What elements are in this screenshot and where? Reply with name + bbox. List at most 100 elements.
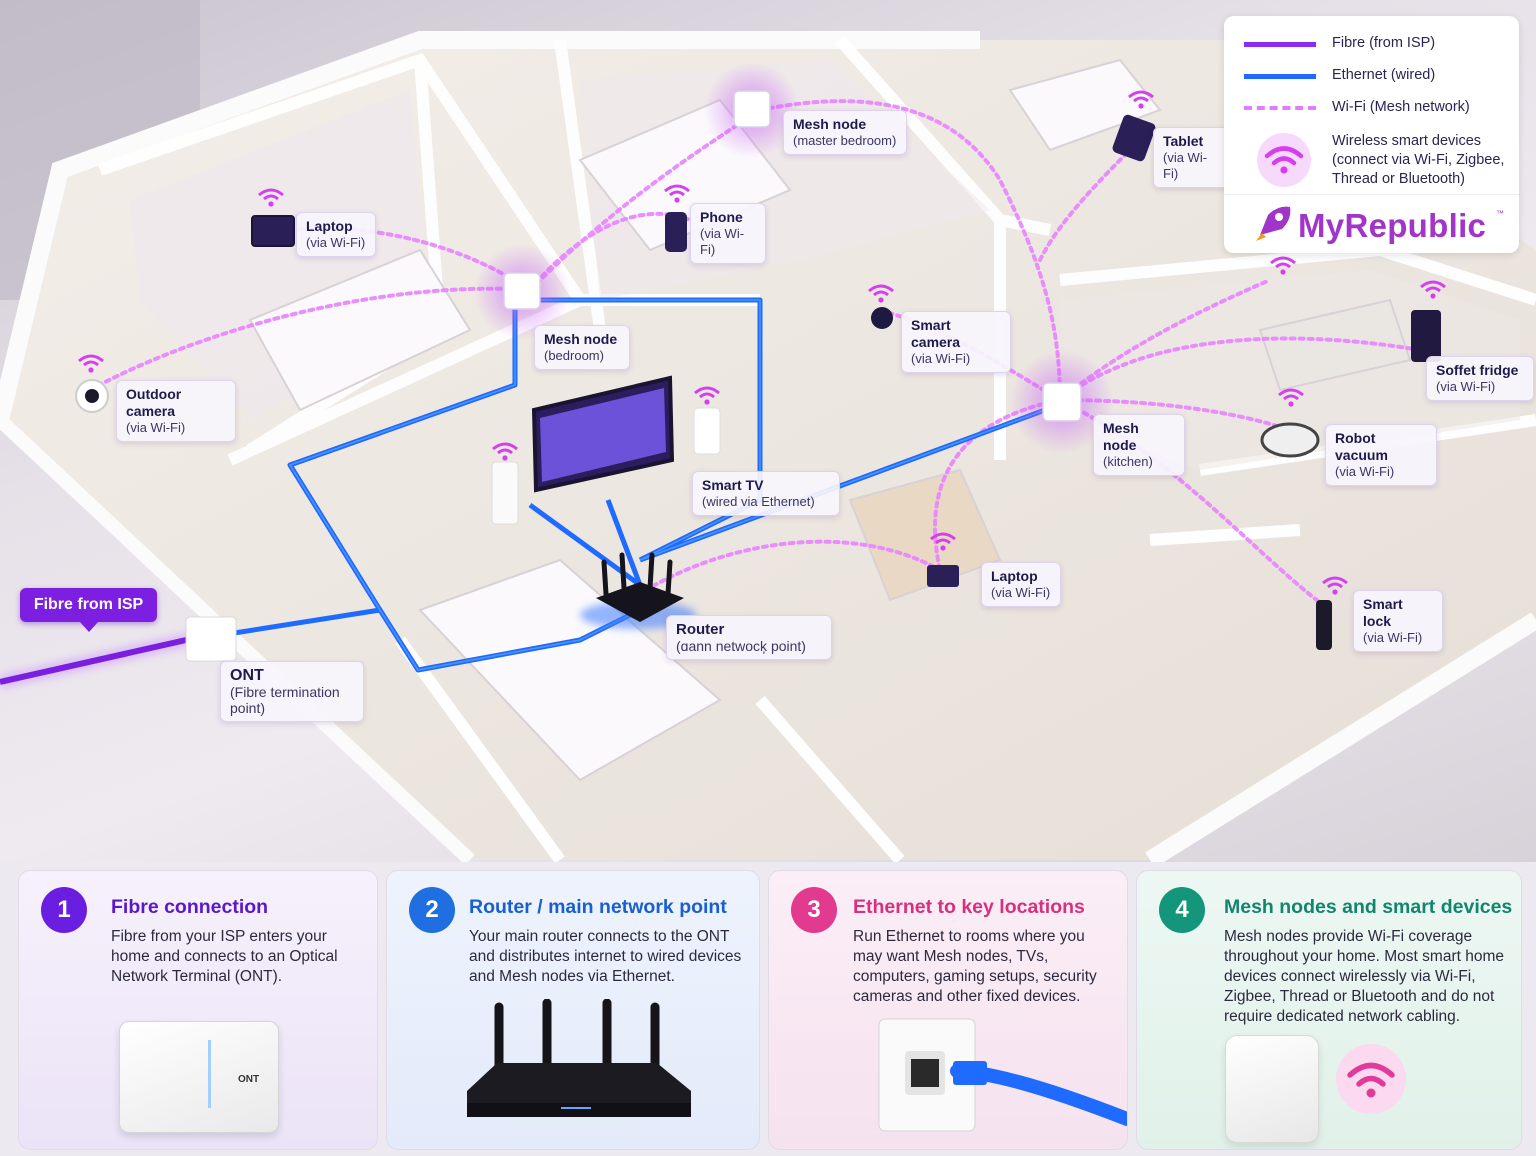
label-sub: (kitchen)	[1103, 454, 1153, 469]
step-body: Mesh nodes provide Wi-Fi coverage throug…	[1224, 928, 1504, 1025]
steps-panel: 1 Fibre connection Fibre from your ISP e…	[0, 862, 1536, 1156]
label-sub: (bedroom)	[544, 348, 604, 363]
fibre-from-isp-badge: Fibre from ISP	[20, 588, 157, 632]
label-title: Smart lock	[1363, 596, 1403, 629]
wifi-icon	[1128, 90, 1154, 109]
mesh-node-bedroom	[503, 272, 541, 310]
label-router: Router (ɑann netwocķ point)	[666, 615, 832, 660]
legend-label: Wi-Fi (Mesh network)	[1332, 99, 1470, 115]
step-title: Mesh nodes and smart devices	[1224, 896, 1513, 918]
label-sub: (via Wi-Fi)	[991, 585, 1051, 600]
legend-label: Ethernet (wired)	[1332, 67, 1436, 83]
label-title: Tablet	[1163, 133, 1204, 149]
status-light	[208, 1040, 211, 1108]
label-title: Laptop	[991, 568, 1038, 584]
wifi-icon	[1270, 256, 1296, 275]
step-number: 1	[41, 887, 87, 933]
router-illustration	[467, 999, 691, 1117]
ont-device	[185, 616, 237, 662]
brand-name: MyRepublic	[1298, 207, 1487, 244]
label-title: Mesh node	[793, 116, 867, 132]
wifi-icon	[1322, 576, 1348, 595]
label-sub: (via Wi-Fi)	[1363, 630, 1423, 645]
label-mesh-bedroom: Mesh node (bedroom)	[534, 325, 630, 370]
label-title: Outdoor camera	[126, 386, 182, 419]
label-sub: (master bedroom)	[793, 133, 897, 148]
label-smart-camera: Smart camera (via Wi-Fi)	[901, 311, 1011, 373]
label-sub: (via Wi-Fi)	[1335, 464, 1395, 479]
legend: Fibre (from ISP) Ethernet (wired) Wi-Fi …	[1224, 16, 1519, 253]
ethernet-port-illustration	[878, 1018, 1127, 1132]
wifi-icon	[78, 354, 104, 373]
brand-logo: MyRepublic ™	[1224, 194, 1519, 253]
step-card-2: 2 Router / main network point Your main …	[386, 870, 760, 1150]
wifi-icon	[930, 532, 956, 551]
wifi-icon	[868, 284, 894, 303]
legend-label: Fibre (from ISP)	[1332, 35, 1436, 51]
step-number: 3	[791, 887, 837, 933]
step-card-3: 3 Ethernet to key locations Run Ethernet…	[768, 870, 1128, 1150]
label-smart-tv: Smart TV (wired via Ethernet)	[692, 471, 840, 516]
wifi-swatch	[1244, 106, 1316, 110]
wifi-icon	[492, 442, 518, 461]
ethernet-swatch	[1244, 74, 1316, 79]
label-title: Phone	[700, 209, 743, 225]
label-title: Robot vacuum	[1335, 430, 1388, 463]
step-title: Fibre connection	[111, 896, 269, 918]
label-title: Laptop	[306, 218, 353, 234]
label-sub: (via Wi-Fi)	[306, 235, 366, 250]
label-title: Soffet fridge	[1436, 362, 1519, 378]
mesh-node-kitchen	[1042, 382, 1082, 422]
wifi-icon	[694, 386, 720, 405]
ont-box-illustration: ONT	[119, 1021, 279, 1133]
label-title: Mesh node	[1103, 420, 1139, 453]
step-body: Your main router connects to the ONT and…	[469, 928, 742, 985]
floorplan-drawing	[0, 0, 1536, 862]
label-sub: (via Wi-Fi)	[1163, 150, 1208, 181]
brand-tm: ™	[1496, 209, 1504, 218]
ont-device-label: ONT	[238, 1074, 260, 1085]
label-smart-fridge: Soffet fridge (via Wi-Fi)	[1426, 356, 1534, 401]
label-sub: (via Wi-Fi)	[700, 226, 745, 257]
label-title: Smart camera	[911, 317, 961, 350]
step-card-4: 4 Mesh nodes and smart devices Mesh node…	[1136, 870, 1522, 1150]
step-card-1: 1 Fibre connection Fibre from your ISP e…	[18, 870, 378, 1150]
mesh-node-illustration	[1225, 1035, 1319, 1143]
label-sub: (wired via Ethernet)	[702, 494, 815, 509]
wifi-icon	[1420, 280, 1446, 299]
label-smart-lock: Smart lock (via Wi-Fi)	[1353, 590, 1443, 652]
wifi-icon	[664, 184, 690, 203]
label-title: Router	[676, 621, 725, 638]
step-title: Ethernet to key locations	[853, 896, 1085, 918]
label-title: ONT	[230, 667, 264, 684]
legend-label: Wireless smart devices (connect via Wi-F…	[1332, 133, 1505, 187]
label-sub: (via Wi-Fi)	[1436, 379, 1496, 394]
router-device	[596, 582, 684, 622]
label-sub: (ɑann netwocķ point)	[676, 638, 806, 654]
label-laptop-dining: Laptop (via Wi-Fi)	[981, 562, 1061, 607]
step-title: Router / main network point	[469, 896, 727, 918]
step-number: 2	[409, 887, 455, 933]
mesh-node-master	[733, 90, 771, 128]
rocket-icon	[1256, 206, 1291, 241]
label-sub: (via Wi-Fi)	[911, 351, 971, 366]
label-title: Mesh node	[544, 331, 618, 347]
wifi-icon	[1278, 388, 1304, 407]
wifi-icon	[258, 188, 284, 207]
label-outdoor-camera: Outdoor camera (via Wi-Fi)	[116, 380, 236, 442]
wifi-icon	[1257, 133, 1311, 187]
step-number: 4	[1159, 887, 1205, 933]
label-sub: (via Wi-Fi)	[126, 420, 186, 435]
step-body: Run Ethernet to rooms where you may want…	[853, 928, 1097, 1005]
label-mesh-kitchen: Mesh node (kitchen)	[1093, 414, 1185, 476]
step-body: Fibre from your ISP enters your home and…	[111, 928, 338, 985]
label-mesh-master: Mesh node (master bedroom)	[783, 110, 907, 155]
label-phone: Phone (via Wi-Fi)	[690, 203, 766, 264]
label-sub: (Fibre termination point)	[230, 684, 340, 716]
label-robot-vacuum: Robot vacuum (via Wi-Fi)	[1325, 424, 1437, 486]
label-laptop-bedroom: Laptop (via Wi-Fi)	[296, 212, 376, 257]
label-tablet: Tablet (via Wi-Fi)	[1153, 127, 1231, 188]
label-ont: ONT (Fibre termination point)	[220, 661, 364, 722]
label-title: Smart TV	[702, 477, 764, 493]
wifi-icon	[1336, 1044, 1406, 1114]
